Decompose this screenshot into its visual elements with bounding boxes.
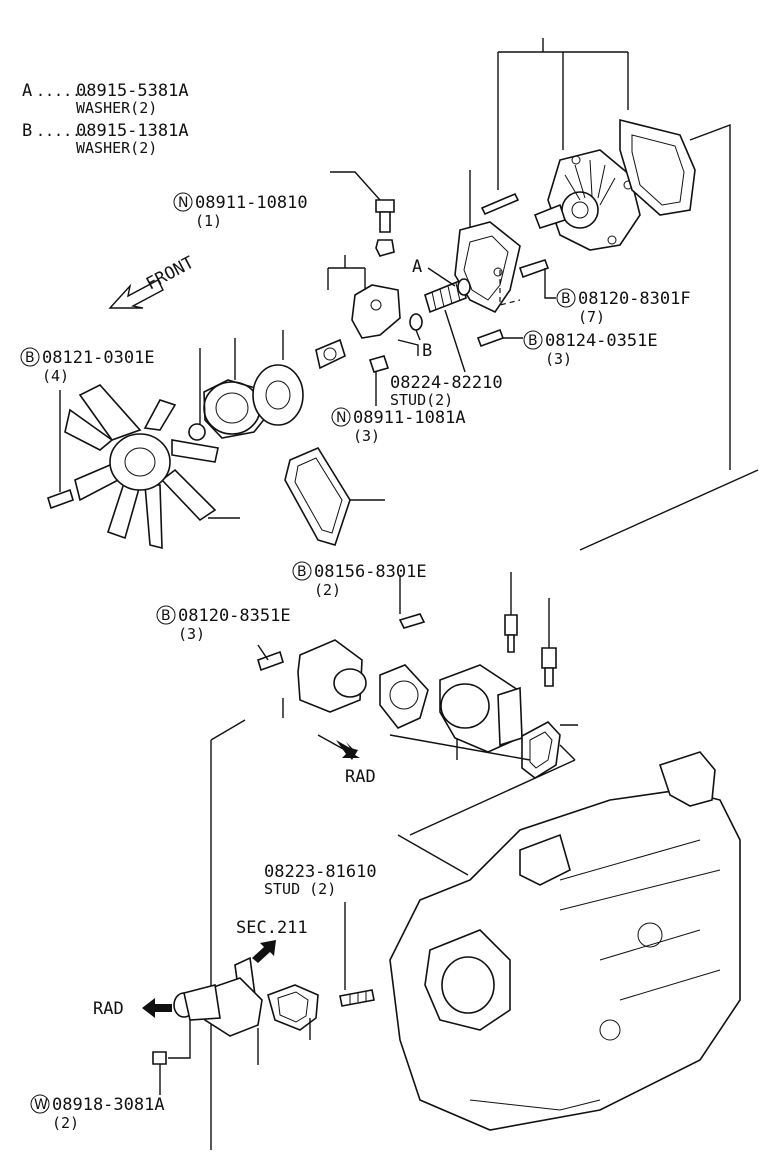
rad-arrow-top: RAD <box>317 734 376 787</box>
front-arrow: FRONT <box>108 253 198 309</box>
front-arrow-icon <box>108 279 164 309</box>
callout-stud-08223: 08223-81610 STUD (2) <box>264 862 377 898</box>
legend: A ...... 08915-5381A WASHER(2) B ...... … <box>22 81 189 157</box>
desc-08224-82210: STUD(2) <box>390 391 453 409</box>
cooling-fan <box>47 384 240 550</box>
part-08121-0301e: 08121-0301E <box>42 348 155 368</box>
legend-a-part: 08915-5381A <box>76 81 189 101</box>
fan-clutch <box>188 330 304 441</box>
water-outlet-lower <box>152 902 375 1095</box>
top-bolt <box>330 171 395 257</box>
drive-belt <box>284 446 385 546</box>
legend-a-key: A <box>22 81 32 101</box>
thermostat-housing <box>210 575 578 1150</box>
legend-a-desc: WASHER(2) <box>76 99 157 117</box>
temp-sensors <box>504 572 557 687</box>
part-08223-81610: 08223-81610 <box>264 862 377 882</box>
legend-b-part: 08915-1381A <box>76 121 189 141</box>
legend-b-key: B <box>22 121 32 141</box>
callout-prefix-b1: B <box>25 350 35 366</box>
sec-label: SEC.211 <box>236 918 308 938</box>
desc-08223-81610: STUD (2) <box>264 880 336 898</box>
water-pump <box>533 149 641 251</box>
callout-b-08121-0301e: B 08121-0301E (4) <box>20 347 155 385</box>
callout-n-08911-1081a: N 08911-1081A (3) <box>331 372 466 445</box>
pump-gasket <box>619 118 696 216</box>
part-08156-8301e: 08156-8301E <box>314 562 427 582</box>
callout-b-08120-8301f: B 08120-8301F (7) <box>544 268 691 326</box>
rad-arrow-bottom: RAD <box>93 998 172 1019</box>
callout-b-08120-8351e: B 08120-8351E (3) <box>156 605 291 661</box>
part-08124-0351e: 08124-0351E <box>545 331 658 351</box>
marker-b-leader <box>415 329 421 341</box>
callout-n-08911-10810: N 08911-10810 (1) <box>173 192 308 230</box>
callout-w-08918-3081a: W 08918-3081A (2) <box>30 1094 165 1132</box>
marker-b: B <box>422 341 432 361</box>
legend-b-dots: ...... <box>36 122 90 140</box>
callout-b-08124-0351e: B 08124-0351E (3) <box>503 330 658 368</box>
qty-08120-8351e: (3) <box>178 625 205 643</box>
callout-prefix-b4: B <box>297 564 307 580</box>
qty-08124-0351e: (3) <box>545 350 572 368</box>
marker-a: A <box>412 257 422 277</box>
qty-08911-10810: (1) <box>195 212 222 230</box>
callout-prefix-b5: B <box>161 608 171 624</box>
part-08911-10810: 08911-10810 <box>195 193 308 213</box>
part-08224-82210: 08224-82210 <box>390 373 503 393</box>
marker-a-leader <box>427 267 456 287</box>
callout-prefix-b3: B <box>528 333 538 349</box>
qty-08120-8301f: (7) <box>578 308 605 326</box>
qty-08121-0301e: (4) <box>42 367 69 385</box>
legend-a-dots: ...... <box>36 82 90 100</box>
part-08120-8301f: 08120-8301F <box>578 289 691 309</box>
callout-prefix-n2: N <box>336 410 346 426</box>
pump-studs <box>424 192 520 314</box>
pulley-bracket <box>315 278 471 373</box>
qty-08911-1081a: (3) <box>353 427 380 445</box>
part-08911-1081a: 08911-1081A <box>353 408 466 428</box>
upper-bracket-lines <box>327 38 759 551</box>
callout-b-08156-8301e: B 08156-8301E (2) <box>292 561 427 599</box>
callout-prefix-b2: B <box>561 291 571 307</box>
rad-label-bottom: RAD <box>93 999 124 1019</box>
callout-prefix-w: W <box>34 1097 48 1113</box>
part-08918-3081a: 08918-3081A <box>52 1095 165 1115</box>
engine-block <box>389 744 741 1131</box>
callout-prefix-n1: N <box>178 195 188 211</box>
sec-arrow: SEC.211 <box>236 918 308 963</box>
pump-back-plate <box>454 221 521 314</box>
rad-label-top: RAD <box>345 767 376 787</box>
qty-08918-3081a: (2) <box>52 1114 79 1132</box>
part-08120-8351e: 08120-8351E <box>178 606 291 626</box>
legend-b-desc: WASHER(2) <box>76 139 157 157</box>
callout-stud-08224: 08224-82210 STUD(2) <box>390 309 503 409</box>
front-label: FRONT <box>143 253 198 295</box>
qty-08156-8301e: (2) <box>314 581 341 599</box>
